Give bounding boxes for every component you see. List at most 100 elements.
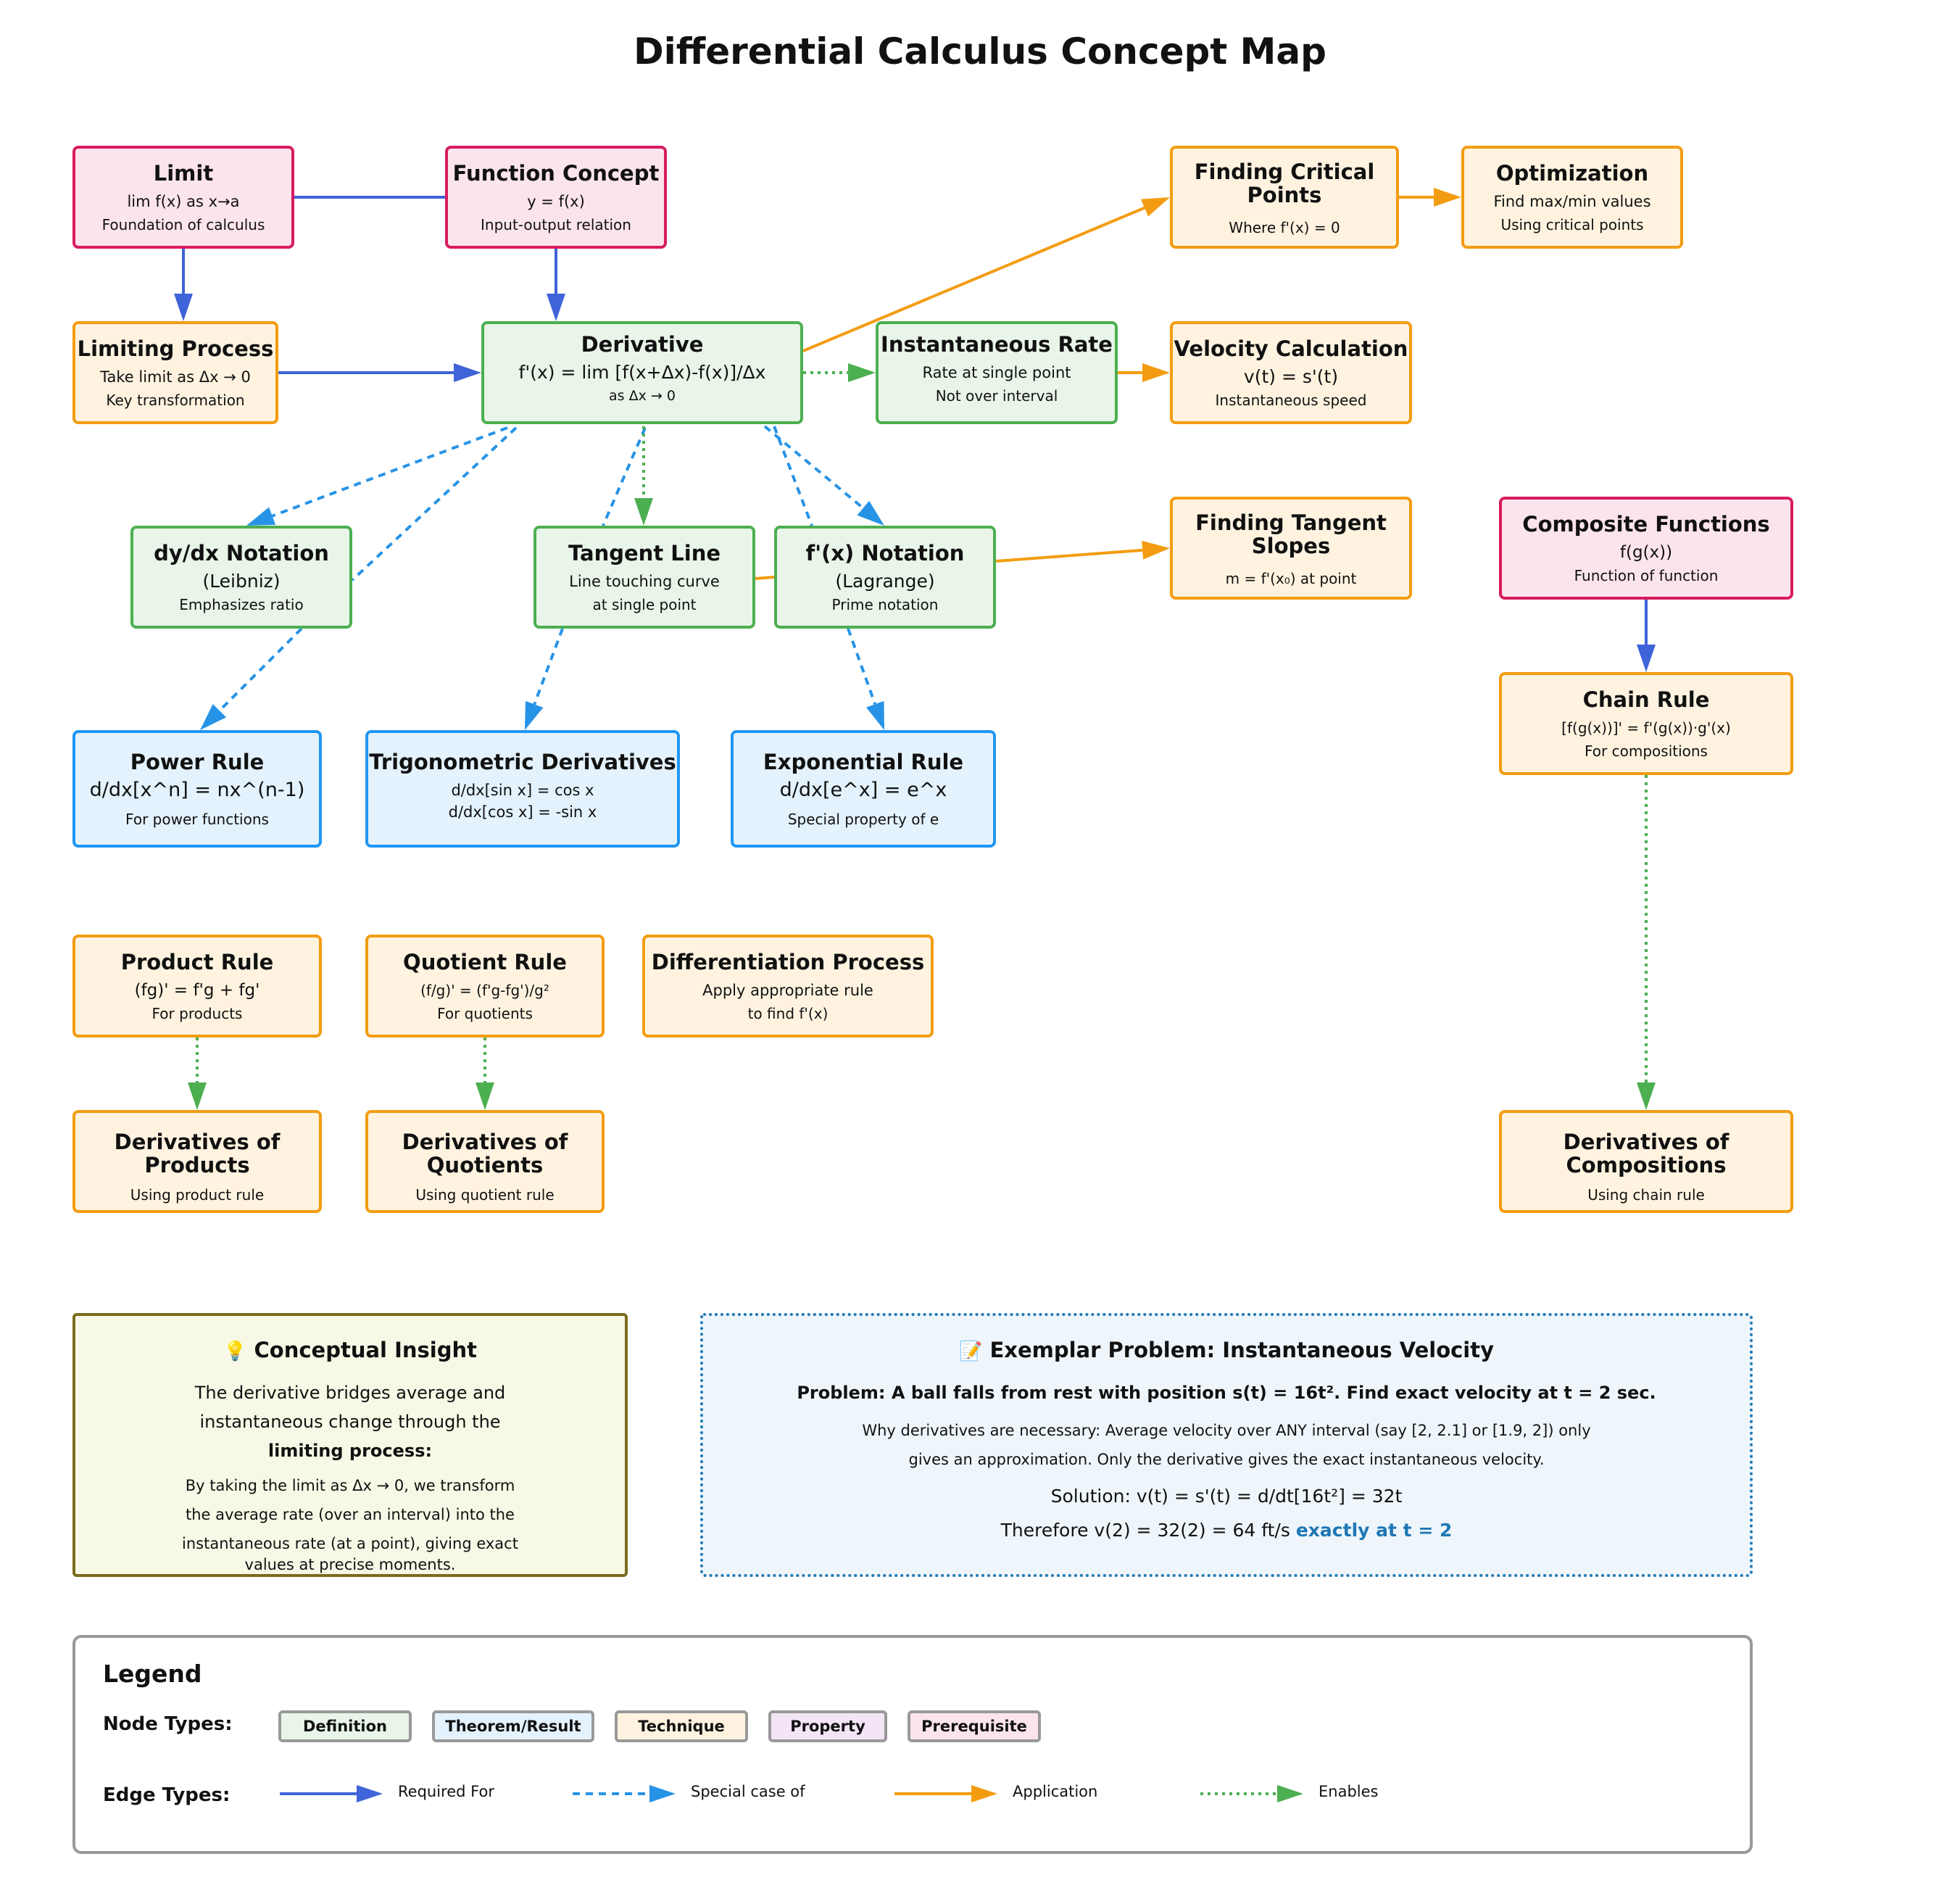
edge-derivative-rate (803, 363, 876, 382)
node-line: as Δx → 0 (609, 388, 676, 404)
node-title: Exponential Rule (763, 750, 964, 774)
legend-edge-sample (894, 1785, 997, 1802)
edge-derivative-tangent-line (634, 426, 653, 526)
legend-edge-sample (1200, 1785, 1303, 1802)
node-optimization: Optimization Find max/min values Using c… (1461, 146, 1683, 249)
insight-line: the average rate (over an interval) into… (186, 1506, 515, 1523)
legend-edge-special-case: Special case of (571, 1776, 832, 1812)
node-line: d/dx[x^n] = nx^(n-1) (89, 779, 305, 801)
node-exponential-rule: Exponential Rule d/dx[e^x] = e^x Special… (731, 730, 996, 848)
node-quotient-rule: Quotient Rule (f/g)' = (f'g-fg')/g² For … (365, 935, 605, 1038)
node-line: For quotients (437, 1005, 533, 1022)
edge-derivative-critical-points (802, 197, 1170, 352)
node-line: lim f(x) as x→a (127, 193, 240, 210)
legend: Legend Node Types: Edge Types: Definitio… (72, 1635, 1753, 1854)
node-line: For products (151, 1005, 243, 1022)
node-finding-critical-points: Finding Critical Points Where f'(x) = 0 (1170, 146, 1399, 249)
node-differentiation-process: Differentiation Process Apply appropriat… (642, 935, 934, 1038)
node-line: Emphasizes ratio (179, 596, 304, 613)
node-title: Derivatives of Quotients (402, 1130, 568, 1177)
edge-limiting-process-derivative (278, 363, 481, 382)
node-finding-tangent-slopes: Finding Tangent Slopes m = f'(x₀) at poi… (1170, 497, 1412, 600)
edge-chain-derivatives (1637, 775, 1656, 1110)
node-chain-rule: Chain Rule [f(g(x))]' = f'(g(x))·g'(x) F… (1499, 672, 1793, 775)
node-line: Take limit as Δx → 0 (100, 368, 251, 386)
insight-title: Conceptual Insight (254, 1338, 477, 1362)
node-line: f(g(x)) (1619, 543, 1673, 562)
edge-tangent-fx-link (755, 576, 775, 580)
node-title: Optimization (1495, 161, 1649, 186)
edge-derivative-tangent (602, 427, 647, 526)
conceptual-insight-panel: 💡 Conceptual Insight The derivative brid… (72, 1313, 628, 1577)
legend-edge-sample (573, 1785, 676, 1802)
legend-edge-label: Required For (398, 1783, 494, 1800)
edge-rate-velocity (1118, 363, 1170, 382)
node-line: Prime notation (831, 596, 939, 613)
node-title: Derivatives of Compositions (1563, 1130, 1729, 1177)
node-line: d/dx[cos x] = -sin x (448, 803, 597, 821)
node-title: Power Rule (130, 750, 265, 774)
legend-chip-prerequisite: Prerequisite (908, 1710, 1041, 1742)
node-title: Function Concept (452, 161, 660, 186)
node-title: Limiting Process (77, 336, 274, 361)
exemplar-why-line: gives an approximation. Only the derivat… (908, 1451, 1545, 1468)
node-derivatives-of-compositions: Derivatives of Compositions Using chain … (1499, 1110, 1793, 1213)
memo-icon: 📝 (958, 1341, 983, 1362)
node-composite-functions: Composite Functions f(g(x)) Function of … (1499, 497, 1793, 600)
edge-derivative-fx (763, 425, 884, 526)
node-title: Velocity Calculation (1174, 336, 1408, 361)
legend-edge-types-label: Edge Types: (103, 1784, 231, 1806)
node-line: Key transformation (106, 392, 245, 409)
node-line: Line touching curve (569, 573, 720, 590)
node-line: at single point (592, 596, 697, 613)
node-line: Apply appropriate rule (702, 982, 873, 999)
edge-derivative-dydx (246, 426, 508, 526)
node-title: Tangent Line (568, 541, 721, 566)
node-line: Using quotient rule (415, 1186, 555, 1204)
node-title: Composite Functions (1522, 512, 1770, 537)
node-title: Product Rule (120, 950, 274, 974)
edge-derivative-fx-return (773, 426, 813, 526)
insight-line: By taking the limit as Δx → 0, we transf… (185, 1477, 515, 1494)
edge-function-derivative (547, 249, 565, 321)
exemplar-therefore-text: Therefore v(2) = 32(2) = 64 ft/s (1000, 1520, 1290, 1541)
edge-derivative-dydx-return (351, 426, 518, 581)
node-line: (fg)' = f'g + fg' (134, 981, 260, 1000)
node-line: Using critical points (1500, 216, 1644, 233)
node-fx-notation: f'(x) Notation (Lagrange) Prime notation (774, 526, 996, 629)
node-dydx-notation: dy/dx Notation (Leibniz) Emphasizes rati… (130, 526, 352, 629)
node-line: y = f(x) (527, 193, 585, 210)
legend-edge-application: Application (893, 1776, 1139, 1812)
legend-edge-label: Application (1013, 1783, 1098, 1800)
insight-line: The derivative bridges average and (194, 1383, 506, 1403)
edge-dydx-power (200, 627, 303, 730)
insight-heading: 💡 Conceptual Insight (75, 1338, 625, 1362)
legend-edge-enables: Enables (1199, 1776, 1416, 1812)
node-line: Using product rule (130, 1186, 265, 1204)
lightbulb-icon: 💡 (223, 1341, 247, 1362)
node-product-rule: Product Rule (fg)' = f'g + fg' For produ… (72, 935, 322, 1038)
node-line: Rate at single point (922, 364, 1071, 381)
insight-line: instantaneous change through the (199, 1412, 501, 1432)
exemplar-problem-panel: 📝 Exemplar Problem: Instantaneous Veloci… (700, 1313, 1753, 1577)
insight-line: limiting process: (267, 1441, 433, 1461)
exemplar-why: Why derivatives are necessary: Average v… (703, 1416, 1750, 1474)
node-line: v(t) = s'(t) (1243, 366, 1339, 387)
legend-chip-definition: Definition (278, 1710, 412, 1742)
legend-edge-label: Special case of (691, 1783, 805, 1800)
node-tangent-line: Tangent Line Line touching curve at sing… (533, 526, 755, 629)
node-power-rule: Power Rule d/dx[x^n] = nx^(n-1) For powe… (72, 730, 322, 848)
edge-tangent-trig (525, 628, 564, 730)
exemplar-therefore: Therefore v(2) = 32(2) = 64 ft/s exactly… (703, 1520, 1750, 1541)
node-instantaneous-rate: Instantaneous Rate Rate at single point … (876, 321, 1118, 424)
node-line: (Lagrange) (835, 571, 935, 592)
exemplar-heading: 📝 Exemplar Problem: Instantaneous Veloci… (703, 1338, 1750, 1362)
node-line: Foundation of calculus (101, 216, 265, 233)
node-derivatives-of-quotients: Derivatives of Quotients Using quotient … (365, 1110, 605, 1213)
exemplar-highlight: exactly at t = 2 (1295, 1520, 1453, 1541)
legend-title: Legend (103, 1660, 202, 1688)
node-title: Limit (153, 161, 214, 186)
node-title: Derivative (581, 332, 704, 357)
page-title: Differential Calculus Concept Map (634, 30, 1326, 73)
